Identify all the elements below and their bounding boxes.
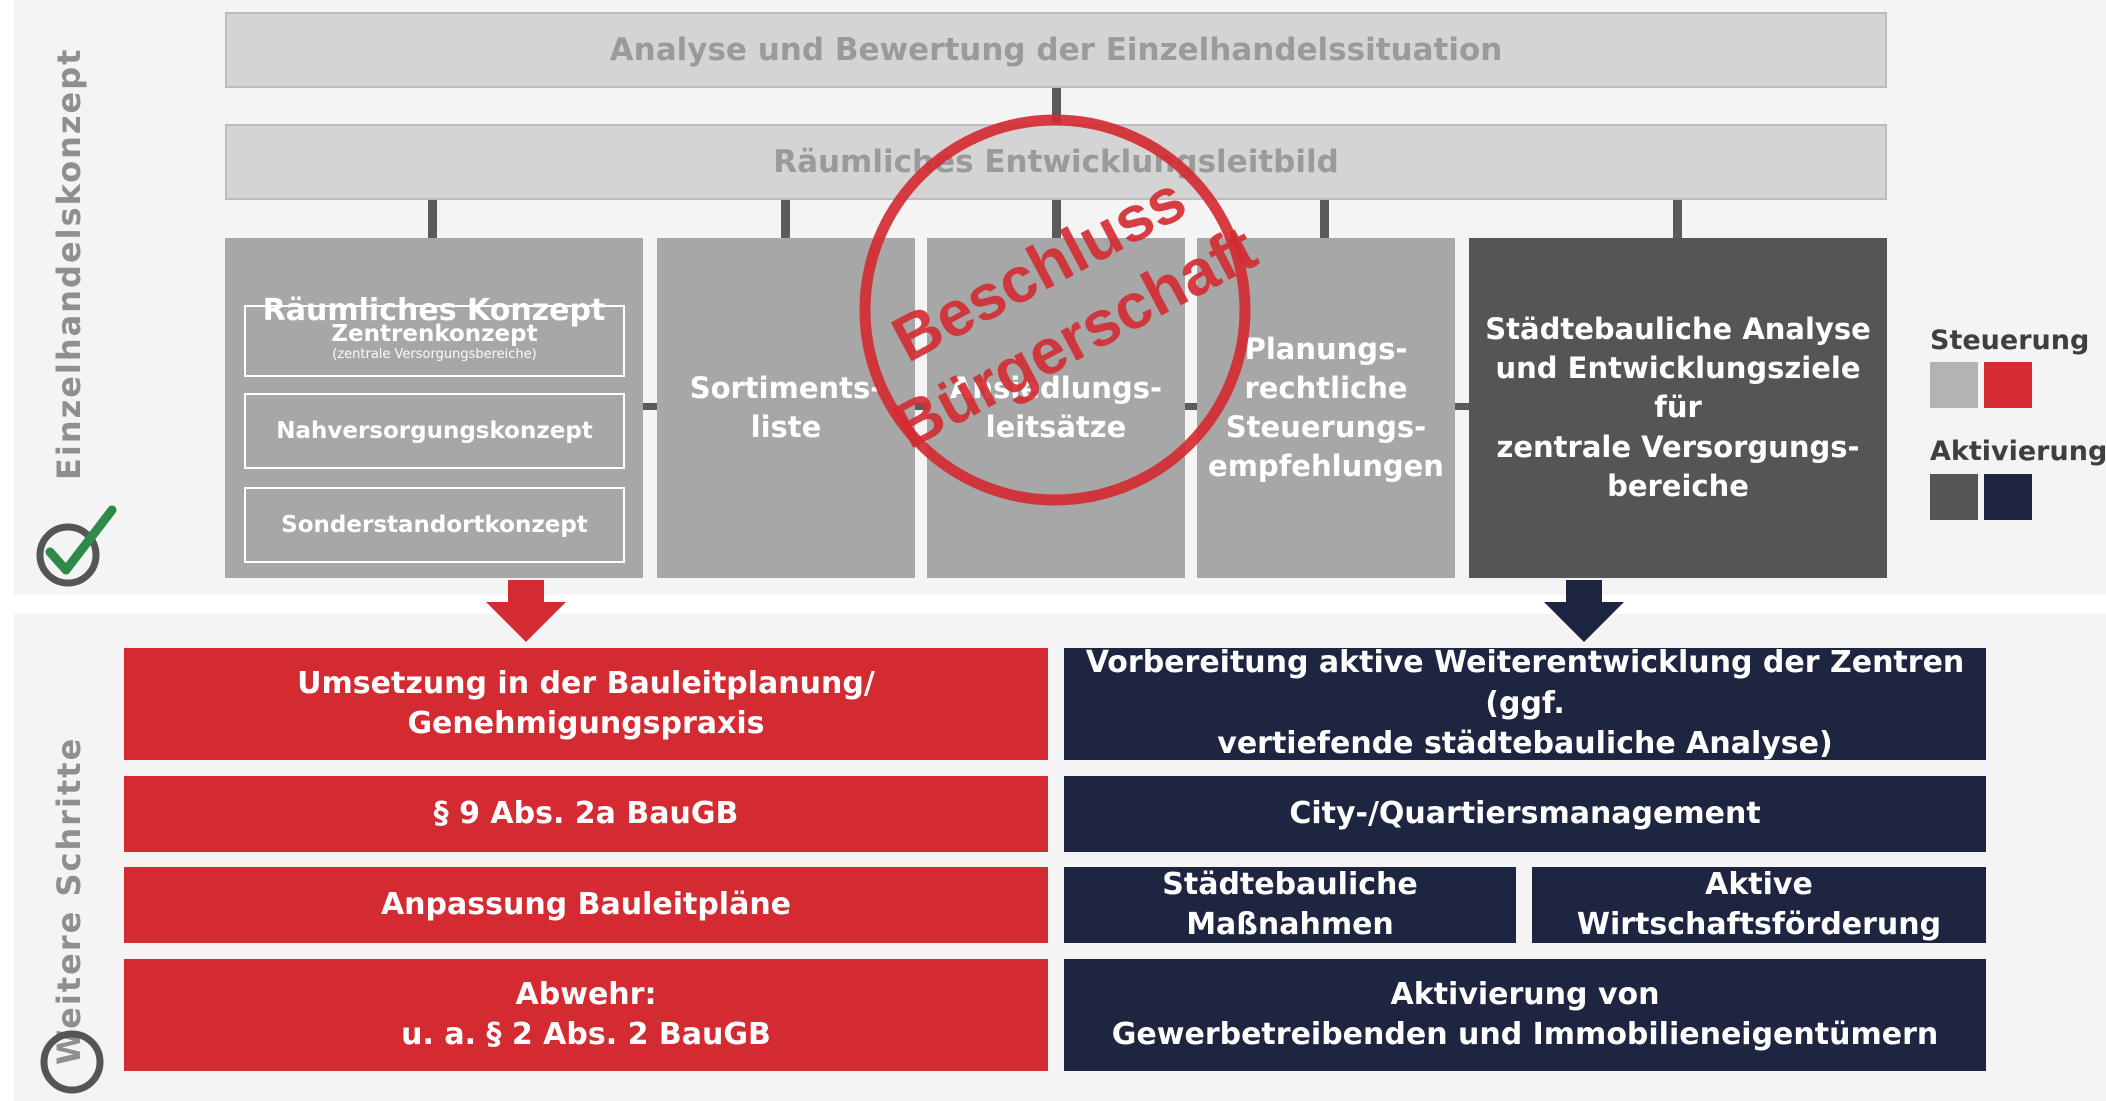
raeumliches-konzept-box: Räumliches Konzept — [225, 238, 643, 578]
step-vorbereitung-zentren: Vorbereitung aktive Weiterentwicklung de… — [1064, 645, 1986, 761]
step-staedtebauliche-massnahmen: Städtebauliche Maßnahmen — [1064, 867, 1516, 943]
arrow-down-navy-icon — [1544, 580, 1624, 642]
open-circle-icon — [40, 1030, 104, 1094]
connector-analysis-leitbild — [1052, 88, 1061, 124]
step-city-quartiersmanagement: City-/Quartiersmanagement — [1064, 776, 1986, 852]
connector-ansiedlung — [1052, 200, 1061, 238]
ansiedlungsleitsaetze-box: Ansiedlungs- leitsätze — [927, 238, 1185, 578]
step-aktive-wirtschaftsfoerderung: Aktive Wirtschaftsförderung — [1532, 867, 1986, 943]
section-label-concept: Einzelhandelskonzept — [50, 47, 88, 480]
connector-sortiment — [781, 200, 790, 238]
legend-steuerung-grey-swatch — [1930, 362, 1978, 408]
connector-raeumlich — [428, 200, 437, 238]
step-umsetzung-bauleitplanung: Umsetzung in der Bauleitplanung/ Genehmi… — [124, 648, 1048, 760]
connector-horizontal-2 — [915, 403, 927, 410]
checkmark-circle-icon — [36, 505, 117, 587]
zentrenkonzept-label: Zentrenkonzept — [331, 320, 538, 347]
arrow-down-red-icon — [486, 580, 566, 642]
zentrenkonzept-box: Zentrenkonzept (zentrale Versorgungsbere… — [244, 305, 625, 377]
legend-steuerung-label: Steuerung — [1930, 325, 2090, 356]
step-paragraph-9: § 9 Abs. 2a BauGB — [124, 776, 1048, 852]
connector-horizontal-3 — [1185, 403, 1197, 410]
connector-horizontal-4 — [1455, 403, 1469, 410]
sonderstandortkonzept-box: Sonderstandortkonzept — [244, 487, 625, 563]
legend-steuerung-red-swatch — [1984, 362, 2032, 408]
sonderstandortkonzept-label: Sonderstandortkonzept — [281, 512, 588, 538]
staedtebauliche-analyse-box: Städtebauliche Analyse und Entwicklungsz… — [1469, 238, 1887, 578]
leitbild-bar: Räumliches Entwicklungsleitbild — [225, 124, 1887, 200]
zentrenkonzept-sublabel: (zentrale Versorgungsbereiche) — [332, 346, 537, 362]
step-abwehr: Abwehr: u. a. § 2 Abs. 2 BauGB — [124, 959, 1048, 1071]
connector-planung — [1320, 200, 1329, 238]
sortimentsliste-box: Sortiments- liste — [657, 238, 915, 578]
connector-staedtebau — [1673, 200, 1682, 238]
nahversorgungskonzept-box: Nahversorgungskonzept — [244, 393, 625, 469]
section-label-next-steps: Weitere Schritte — [50, 736, 88, 1065]
legend-aktivierung-grey-swatch — [1930, 474, 1978, 520]
legend-aktivierung-label: Aktivierung — [1930, 436, 2106, 467]
step-anpassung-bauleitplaene: Anpassung Bauleitpläne — [124, 867, 1048, 943]
analysis-bar: Analyse und Bewertung der Einzelhandelss… — [225, 12, 1887, 88]
nahversorgungskonzept-label: Nahversorgungskonzept — [276, 418, 593, 444]
step-aktivierung-gewerbetreibende: Aktivierung von Gewerbetreibenden und Im… — [1064, 959, 1986, 1071]
raeumliches-konzept-title: Räumliches Konzept — [262, 293, 606, 329]
legend-aktivierung-navy-swatch — [1984, 474, 2032, 520]
planungsrechtliche-box: Planungs- rechtliche Steuerungs- empfehl… — [1197, 238, 1455, 578]
connector-horizontal-1 — [643, 403, 657, 410]
